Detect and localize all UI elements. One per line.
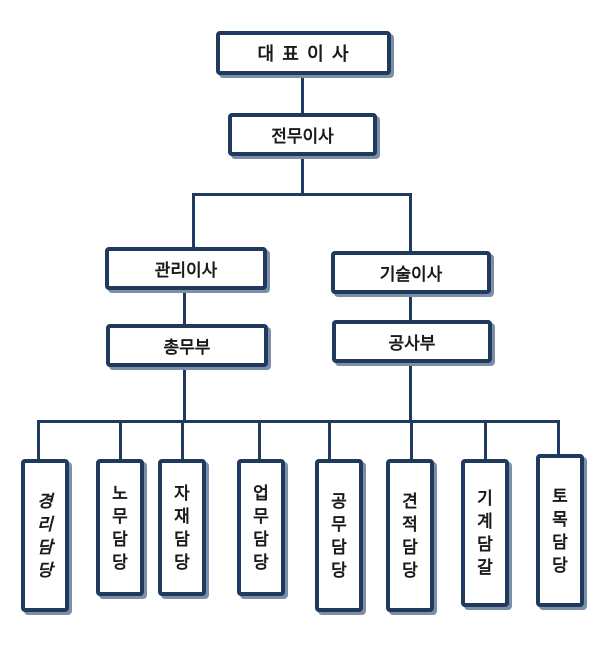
connector-line [183,366,186,422]
connector-line [301,155,304,195]
connector-line [410,420,413,462]
connector-line [183,289,186,325]
managing-director-box: 전무이사 [228,113,377,156]
connector-line [328,420,331,462]
connector-line [37,420,40,462]
admin-director-box: 관리이사 [105,247,267,290]
connector-line [119,420,122,462]
construction-box: 공사부 [332,320,492,363]
connector-line [181,420,184,462]
connector-line [301,73,304,117]
connector-line [37,420,560,423]
connector-line [557,420,560,457]
tech-director-box: 기술이사 [331,251,491,294]
connector-line [409,293,412,322]
connector-line [484,420,487,462]
connector-line [192,193,412,196]
connector-line [192,193,195,250]
general-affairs-box: 총무부 [106,324,268,367]
connector-line [409,362,412,422]
ceo-box: 대 표 이 사 [216,31,391,75]
connector-line [258,420,261,462]
connector-line [409,193,412,253]
